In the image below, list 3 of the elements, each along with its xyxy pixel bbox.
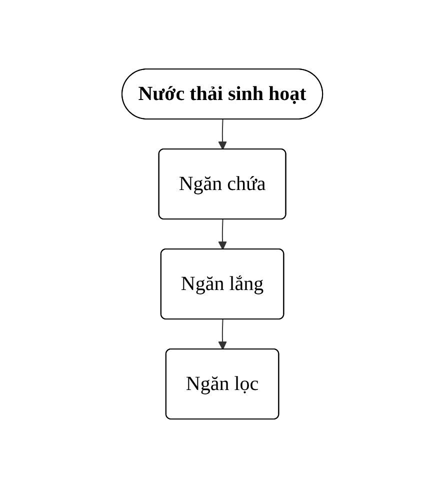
arrow — [218, 119, 228, 150]
arrow — [218, 319, 228, 350]
arrow — [218, 219, 228, 250]
